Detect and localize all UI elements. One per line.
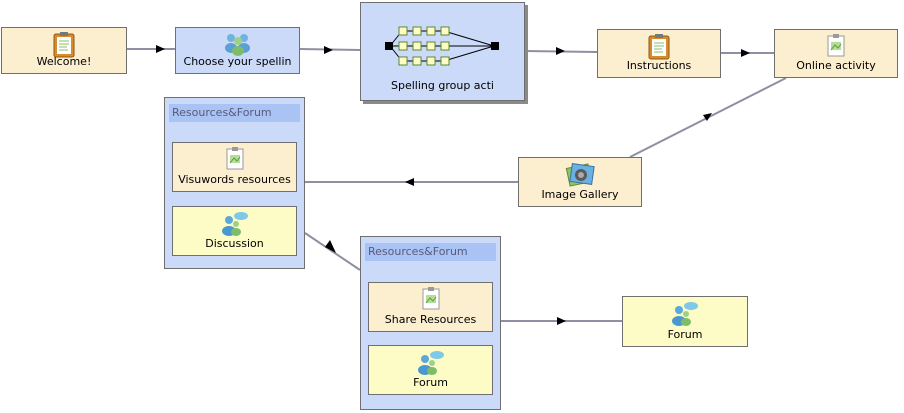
gallery-icon bbox=[565, 161, 595, 192]
image-doc-icon bbox=[420, 287, 442, 314]
node-label: Image Gallery bbox=[541, 188, 619, 201]
node-image-gallery[interactable]: Image Gallery bbox=[518, 157, 642, 207]
group-title: Resources&Forum bbox=[365, 243, 496, 261]
node-label: Instructions bbox=[626, 59, 692, 72]
node-instructions[interactable]: Instructions bbox=[597, 29, 721, 78]
node-forum[interactable]: Forum bbox=[622, 296, 748, 347]
image-doc-icon bbox=[224, 147, 246, 174]
group-resources-forum-1[interactable]: Resources&Forum Visuwords resources Disc… bbox=[164, 97, 305, 269]
arrowhead bbox=[405, 178, 414, 186]
arrowhead bbox=[703, 113, 712, 121]
arrowhead bbox=[324, 46, 333, 54]
item-visuwords-resources[interactable]: Visuwords resources bbox=[172, 142, 297, 192]
clipboard-icon bbox=[648, 34, 670, 63]
group-icon bbox=[224, 32, 252, 59]
item-discussion[interactable]: Discussion bbox=[172, 206, 297, 256]
group-title: Resources&Forum bbox=[169, 104, 300, 122]
arrowhead bbox=[325, 240, 336, 253]
node-label: Forum bbox=[667, 328, 703, 341]
node-spelling-group[interactable]: Spelling group acti bbox=[360, 2, 525, 101]
arrowhead bbox=[556, 47, 565, 55]
node-welcome[interactable]: Welcome! bbox=[1, 27, 127, 74]
node-label: Welcome! bbox=[36, 55, 92, 68]
node-label: Visuwords resources bbox=[178, 173, 291, 186]
node-label: Online activity bbox=[796, 59, 876, 72]
node-label: Choose your spellin bbox=[183, 55, 292, 68]
node-label: Share Resources bbox=[384, 313, 477, 326]
item-share-resources[interactable]: Share Resources bbox=[368, 282, 493, 332]
group-resources-forum-2[interactable]: Resources&Forum Share Resources Forum bbox=[360, 236, 501, 410]
node-choose-spelling[interactable]: Choose your spellin bbox=[175, 27, 300, 74]
node-label: Spelling group acti bbox=[391, 79, 494, 92]
chat-users-icon bbox=[416, 350, 446, 379]
arrowhead bbox=[156, 45, 165, 53]
chat-users-icon bbox=[670, 301, 700, 330]
node-label: Discussion bbox=[205, 237, 264, 250]
node-online-activity[interactable]: Online activity bbox=[774, 29, 898, 78]
node-label: Forum bbox=[413, 376, 448, 389]
branching-icon bbox=[382, 23, 504, 72]
arrowhead bbox=[741, 49, 750, 57]
edge-resources1-resources2 bbox=[304, 232, 361, 271]
item-forum[interactable]: Forum bbox=[368, 345, 493, 395]
image-doc-icon bbox=[825, 34, 847, 61]
arrowhead bbox=[557, 317, 566, 325]
chat-users-icon bbox=[220, 211, 250, 240]
clipboard-icon bbox=[53, 32, 75, 61]
